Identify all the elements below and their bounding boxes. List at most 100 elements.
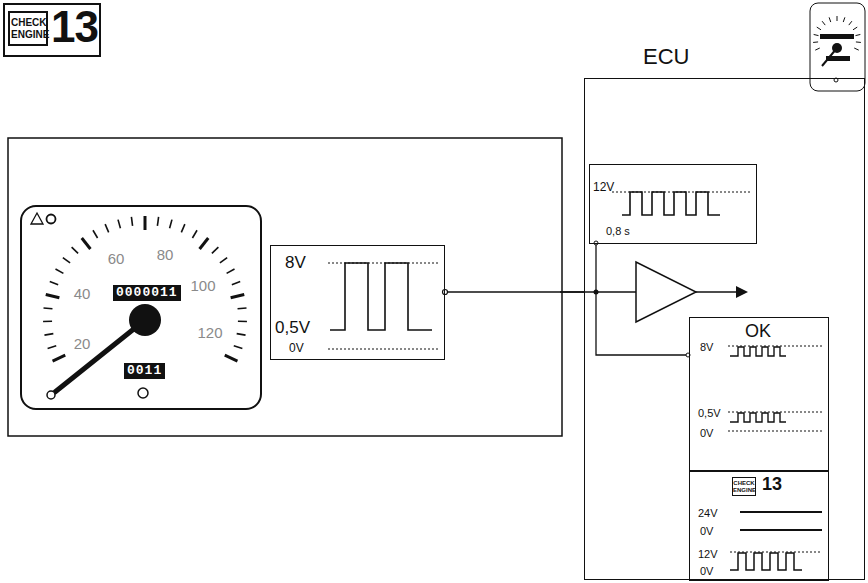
voltage-level: 0V <box>700 525 713 537</box>
tick <box>63 258 70 263</box>
ok-signal-box: OK 8V 0,5V 0V <box>689 317 829 471</box>
level-line <box>728 431 822 432</box>
odometer: 0000011 <box>113 285 181 301</box>
warning-icon <box>31 213 43 224</box>
panel-frame <box>8 138 562 436</box>
speedometer-dial: 0000011 0011 <box>20 205 262 410</box>
voltage-level: 12V <box>593 181 614 194</box>
needle <box>55 320 145 392</box>
dial-ticks <box>43 216 247 361</box>
tick <box>105 224 109 232</box>
tick <box>814 34 819 35</box>
tick <box>238 307 247 309</box>
tick <box>43 307 52 309</box>
tick <box>144 216 147 230</box>
fault-signal-box: CHECK ENGINE 13 24V 0V 12V 0V <box>689 471 829 581</box>
tick <box>43 320 52 322</box>
tick <box>829 17 831 22</box>
tick <box>48 346 57 349</box>
square-wave <box>330 263 432 330</box>
tick <box>93 230 98 238</box>
tick <box>192 230 197 238</box>
dial-number: 100 <box>190 277 215 294</box>
fault-code: 13 <box>762 475 782 495</box>
tick <box>50 281 58 284</box>
square-wave <box>730 413 786 422</box>
voltage-level: 0V <box>700 427 713 439</box>
ecu-box: ECU12V0,8 sOK8V0,5V0VCHECK ENGINE1324V0V… <box>584 78 865 580</box>
status-heading: OK <box>745 322 771 342</box>
signal-wire <box>443 290 585 295</box>
dial-number: 20 <box>74 335 91 352</box>
tick <box>849 21 852 25</box>
tick <box>200 238 209 249</box>
voltage-level: 0V <box>289 342 304 355</box>
tick <box>72 247 78 253</box>
tick <box>46 294 60 297</box>
tick <box>853 27 857 30</box>
tick <box>225 355 238 361</box>
tap-wire <box>596 292 688 355</box>
tick <box>813 41 818 43</box>
reset-knob <box>138 388 148 398</box>
check-engine-badge: CHECK ENGINE13 <box>3 3 101 57</box>
square-wave <box>622 192 720 215</box>
level-line <box>740 529 822 531</box>
reference-signal-box: 12V 0,8 s <box>589 164 757 244</box>
tick <box>231 294 245 297</box>
square-wave <box>730 553 802 570</box>
tap-wire <box>595 243 596 292</box>
tick <box>843 17 845 22</box>
tick <box>44 334 53 336</box>
dial-number: 40 <box>74 285 91 302</box>
trip-counter: 0011 <box>124 363 165 379</box>
fault-code: 13 <box>51 3 98 51</box>
voltage-level: 8V <box>700 341 713 353</box>
output-wire <box>696 291 738 293</box>
dial-number: 60 <box>108 250 125 267</box>
arrowhead <box>736 286 748 298</box>
ecu-title: ECU <box>643 45 689 69</box>
level-line <box>328 349 438 350</box>
dial-number: 120 <box>197 324 222 341</box>
amplifier-symbol <box>636 262 696 322</box>
terminal <box>594 241 598 245</box>
square-wave <box>730 347 786 356</box>
tick <box>837 16 838 21</box>
tick <box>234 346 243 349</box>
tick <box>815 48 820 50</box>
tick <box>56 269 64 273</box>
tick <box>118 220 120 229</box>
waveform-box: 8V 0,5V 0V <box>270 245 445 360</box>
voltage-level: 0,5V <box>698 407 721 419</box>
dial-hub <box>129 304 161 336</box>
tick <box>227 269 235 273</box>
level-line <box>740 511 822 513</box>
tick <box>817 27 821 30</box>
voltage-level: 24V <box>698 507 718 519</box>
period-label: 0,8 s <box>606 225 630 237</box>
tick <box>220 258 227 263</box>
mini-needle <box>822 48 837 66</box>
tick <box>157 217 158 226</box>
mini-odometer <box>820 34 854 39</box>
tick <box>131 217 132 226</box>
needle-pivot-mark <box>47 391 55 399</box>
tick <box>238 320 247 322</box>
voltage-level: 8V <box>285 254 306 273</box>
warning-lamp-text: CHECK ENGINE <box>732 477 756 496</box>
tick <box>82 238 91 249</box>
dial-number: 80 <box>157 246 174 263</box>
tick <box>854 48 859 50</box>
tick <box>170 220 172 229</box>
tick <box>855 34 860 35</box>
tick <box>822 21 825 25</box>
voltage-level: 0,5V <box>275 319 310 338</box>
warning-lamp <box>47 215 56 224</box>
tick <box>856 41 861 43</box>
voltage-level: 12V <box>698 548 718 560</box>
tick <box>181 224 185 232</box>
tick <box>237 334 246 336</box>
voltage-level: 0V <box>700 565 713 577</box>
tick <box>53 355 66 361</box>
